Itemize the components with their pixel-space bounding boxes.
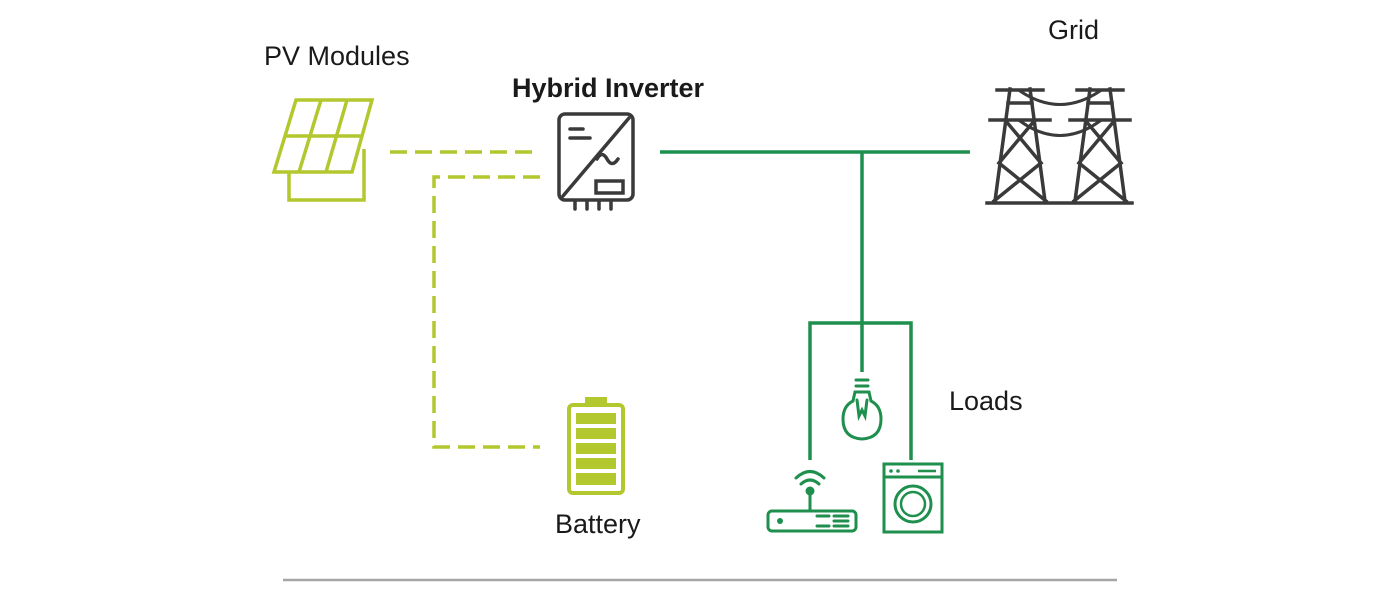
loads-label: Loads <box>949 386 1023 416</box>
power-tower-icon <box>985 87 1134 205</box>
inverter-icon <box>557 112 635 211</box>
dc-connections <box>390 150 540 449</box>
battery-label: Battery <box>555 509 641 539</box>
grid-label: Grid <box>1048 15 1099 45</box>
solar-panel-icon <box>271 98 375 202</box>
inverter-to-battery-line <box>432 175 540 449</box>
pv-modules-label: PV Modules <box>264 41 410 71</box>
washing-machine-icon <box>882 462 944 534</box>
light-bulb-icon <box>841 378 883 441</box>
loads-branch-line <box>808 321 913 460</box>
ac-connections <box>660 150 970 460</box>
inverter-label: Hybrid Inverter <box>512 73 705 103</box>
wifi-router-icon <box>766 470 858 533</box>
battery-icon <box>567 397 625 495</box>
